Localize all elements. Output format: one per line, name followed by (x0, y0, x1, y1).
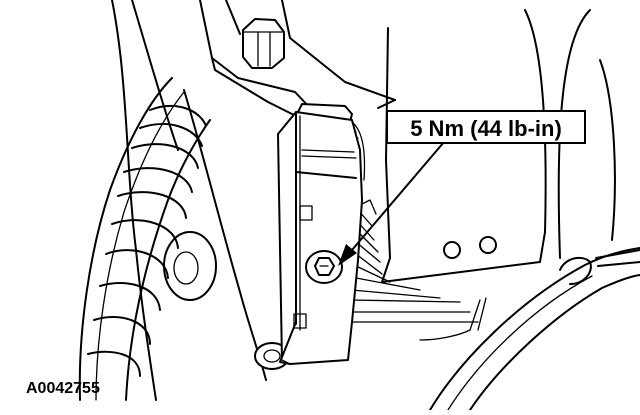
mounting-bracket (199, 0, 396, 119)
harness-conduit-left (78, 77, 211, 401)
figure-reference-code: A0042755 (26, 380, 100, 397)
body-panel-left (111, 0, 267, 401)
wiring-harness-right (419, 247, 640, 411)
mounting-hole (443, 241, 461, 259)
control-module (277, 103, 366, 365)
module-wire-bundle (349, 199, 479, 323)
mounting-hole (479, 236, 497, 254)
module-retaining-bolt (305, 250, 343, 284)
torque-spec-text: 5 Nm (44 lb-in) (410, 116, 562, 141)
support-bracket (381, 9, 616, 283)
torque-callout: 5 Nm (44 lb-in) (386, 110, 586, 144)
module-tab-upper (299, 205, 313, 221)
hex-bolt (242, 18, 285, 69)
grommet (163, 231, 217, 301)
callout-leader-arrow (338, 141, 445, 266)
module-tab-lower (293, 313, 307, 329)
